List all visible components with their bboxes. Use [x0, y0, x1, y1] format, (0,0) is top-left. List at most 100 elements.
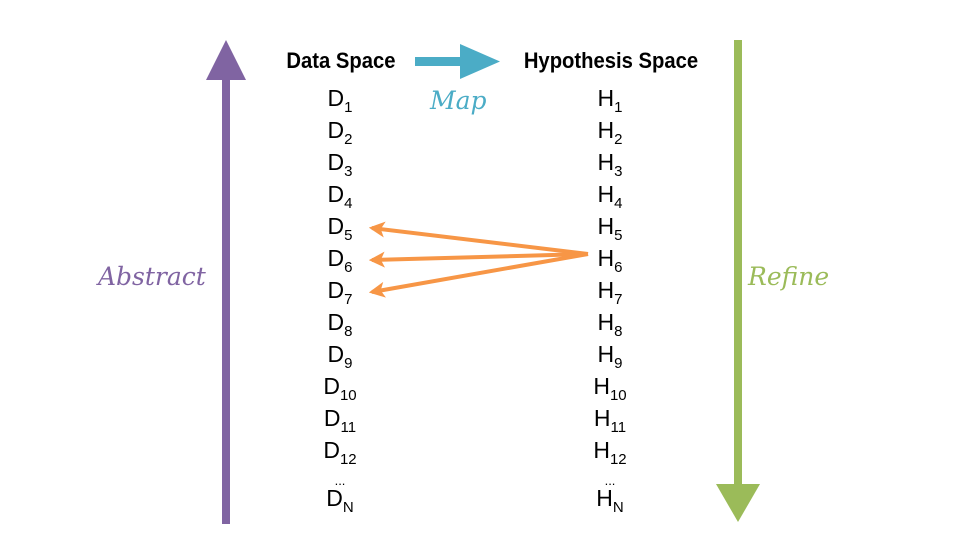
data-space-letter: D: [323, 437, 340, 463]
data-space-item-2: D2: [300, 116, 380, 147]
hypothesis-space-subscript: 10: [609, 387, 627, 404]
mapping-arrow-d5: [368, 221, 589, 256]
refine-arrow: [716, 40, 760, 522]
data-space-ellipsis: ...: [334, 473, 346, 488]
hypothesis-space-subscript: 8: [614, 323, 623, 340]
hypothesis-space-item-N: HN: [570, 484, 650, 515]
hypothesis-space-item-9: H9: [570, 340, 650, 371]
abstract-arrow: [206, 40, 246, 524]
refine-arrow-shaft: [734, 40, 742, 496]
hypothesis-space-item-2: H2: [570, 116, 650, 147]
data-space-subscript: 3: [344, 163, 353, 180]
map-arrow-shaft: [415, 57, 465, 66]
hypothesis-space-letter: H: [597, 117, 615, 143]
data-space-heading: Data Space: [286, 48, 396, 73]
data-space-item-12: D12: [300, 436, 380, 467]
data-space-letter: D: [327, 213, 345, 239]
hypothesis-space-subscript: 6: [614, 259, 623, 276]
hypothesis-space-item-8: H8: [570, 308, 650, 339]
hypothesis-space-item-5: H5: [570, 212, 650, 243]
data-space-subscript: 10: [339, 387, 357, 404]
map-label: Map: [430, 86, 487, 115]
mapping-arrow-d6: [368, 251, 589, 268]
refine-label: Refine: [748, 262, 830, 291]
hypothesis-space-subscript: 7: [614, 291, 623, 308]
hypothesis-space-subscript: 4: [614, 195, 623, 212]
data-space-letter: D: [327, 277, 345, 303]
data-space-letter: D: [327, 181, 345, 207]
refine-arrow-head: [716, 484, 760, 522]
hypothesis-space-letter: H: [597, 341, 615, 367]
data-space-item-4: D4: [300, 180, 380, 211]
data-space-subscript: N: [342, 499, 354, 516]
data-space-letter: D: [327, 85, 345, 111]
hypothesis-space-subscript: 2: [614, 131, 623, 148]
mapping-arrows: [368, 221, 589, 298]
data-space-item-11: D11: [300, 404, 380, 435]
data-space-item-5: D5: [300, 212, 380, 243]
hypothesis-space-item-7: H7: [570, 276, 650, 307]
data-space-letter: D: [327, 149, 345, 175]
data-space-item-N: DN: [300, 484, 380, 515]
data-space-subscript: 6: [344, 259, 353, 276]
data-space-item-9: D9: [300, 340, 380, 371]
hypothesis-space-subscript: 5: [614, 227, 623, 244]
hypothesis-space-letter: H: [596, 485, 613, 511]
abstract-arrow-head: [206, 40, 246, 80]
hypothesis-space-subscript: 11: [610, 419, 627, 436]
data-space-subscript: 12: [339, 451, 357, 468]
hypothesis-space-letter: H: [597, 309, 615, 335]
hypothesis-space-item-1: H1: [570, 84, 650, 115]
hypothesis-space-subscript: N: [612, 499, 624, 516]
data-space-subscript: 7: [344, 291, 353, 308]
hypothesis-space-letter: H: [593, 373, 610, 399]
data-space-letter: D: [326, 485, 343, 511]
hypothesis-space-letter: H: [597, 277, 615, 303]
data-space-subscript: 5: [344, 227, 353, 244]
data-space-letter: D: [327, 341, 345, 367]
hypothesis-space-item-4: H4: [570, 180, 650, 211]
data-space-letter: D: [327, 117, 345, 143]
hypothesis-space-item-6: H6: [570, 244, 650, 275]
data-space-subscript: 8: [344, 323, 353, 340]
hypothesis-space-item-11: H11: [570, 404, 650, 435]
hypothesis-space-letter: H: [597, 213, 615, 239]
hypothesis-space-letter: H: [597, 85, 615, 111]
data-space-item-6: D6: [300, 244, 380, 275]
hypothesis-space-heading: Hypothesis Space: [523, 48, 699, 73]
data-space-letter: D: [327, 309, 345, 335]
hypothesis-space-ellipsis: ...: [604, 473, 616, 488]
hypothesis-space-letter: H: [597, 149, 615, 175]
map-arrow-head: [460, 44, 500, 79]
hypothesis-space-letter: H: [593, 437, 610, 463]
hypothesis-space-subscript: 12: [609, 451, 627, 468]
mapping-arrow-d7: [368, 252, 589, 298]
abstract-arrow-shaft: [222, 70, 230, 524]
data-space-subscript: 2: [344, 131, 353, 148]
data-space-item-10: D10: [300, 372, 380, 403]
data-space-letter: D: [323, 373, 340, 399]
map-arrow: [415, 44, 500, 79]
hypothesis-space-item-12: H12: [570, 436, 650, 467]
hypothesis-space-letter: H: [597, 245, 615, 271]
hypothesis-space-subscript: 3: [614, 163, 623, 180]
hypothesis-space-item-10: H10: [570, 372, 650, 403]
data-space-subscript: 9: [344, 355, 353, 372]
data-space-subscript: 11: [340, 419, 357, 436]
data-space-item-8: D8: [300, 308, 380, 339]
hypothesis-space-item-3: H3: [570, 148, 650, 179]
hypothesis-space-subscript: 1: [614, 99, 623, 116]
data-space-item-1: D1: [300, 84, 380, 115]
data-space-subscript: 1: [344, 99, 353, 116]
hypothesis-space-subscript: 9: [614, 355, 623, 372]
data-space-subscript: 4: [344, 195, 353, 212]
hypothesis-space-letter: H: [597, 181, 615, 207]
hypothesis-space-letter: H: [593, 405, 611, 431]
data-space-letter: D: [323, 405, 341, 431]
data-space-item-3: D3: [300, 148, 380, 179]
abstract-label: Abstract: [98, 262, 206, 291]
data-space-letter: D: [327, 245, 345, 271]
data-space-item-7: D7: [300, 276, 380, 307]
